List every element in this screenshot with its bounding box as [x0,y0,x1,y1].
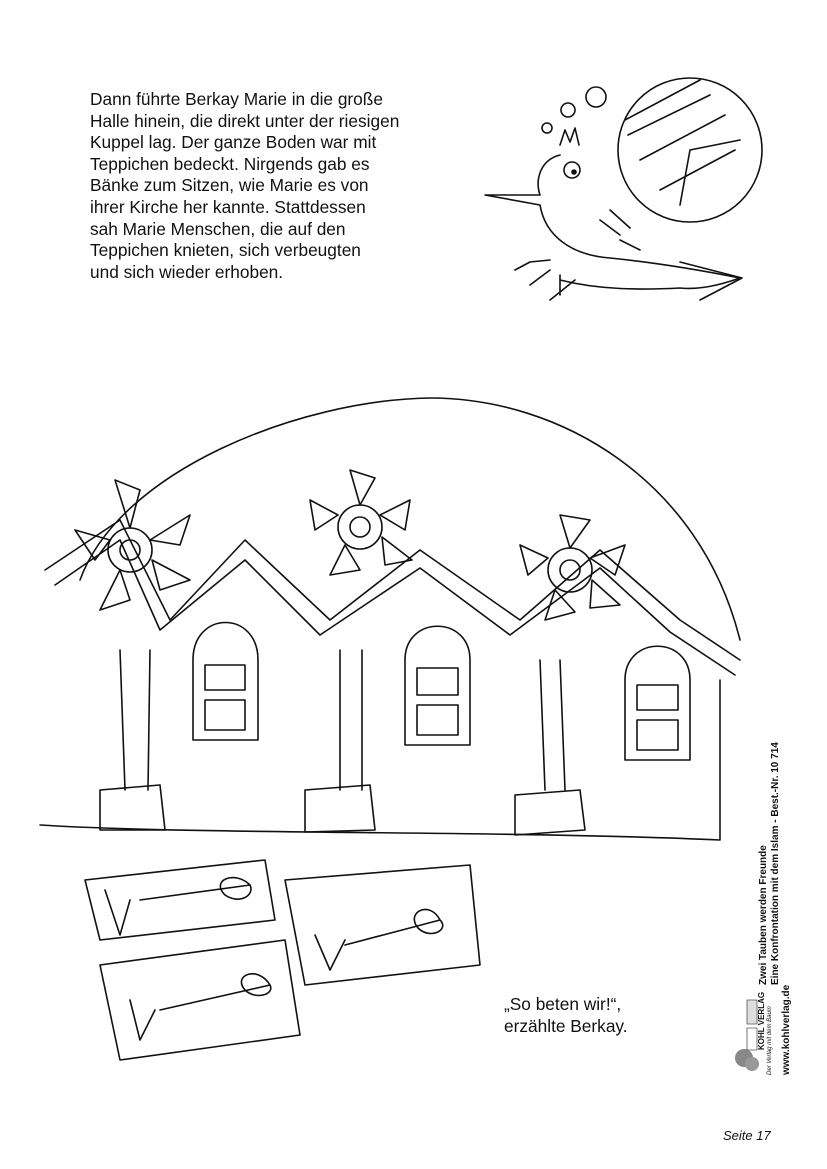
window [192,621,259,741]
quote-text: „So beten wir!“, erzählte Berkay. [504,994,628,1037]
story-line: und sich wieder erhoben. [90,261,284,282]
window [404,625,471,746]
story-line: Dann führte Berkay Marie in die große [90,89,383,109]
story-line: Teppichen bedeckt. Nirgends gab es [90,153,370,174]
flower [519,514,626,621]
logo-text: KOHL VERLAG [757,991,766,1050]
story-line: Bänke zum Sitzen, wie Marie es von [90,175,369,196]
story-text: Dann führte Berkay Marie in die große Ha… [90,89,460,283]
logo-tagline: Der Verlag mit dem Baum [767,1006,773,1075]
quote-line: „So beten wir!“, [504,994,622,1014]
flower [309,469,413,576]
story-line: Teppichen knieten, sich verbeugten [90,240,361,261]
quote-line: erzählte Berkay. [504,1015,628,1036]
book-subtitle: Eine Konfrontation mit dem Islam - Best.… [770,742,781,985]
kohl-verlag-logo [735,999,759,1071]
story-line: Kuppel lag. Der ganze Boden war mit [90,132,377,153]
story-line: sah Marie Menschen, die auf den [90,218,346,239]
story-line: Halle hinein, die direkt unter der riesi… [90,110,400,131]
publisher-website: www.kohlverlag.de [781,984,792,1075]
story-line: ihrer Kirche her kannte. Stattdessen [90,196,366,217]
page-number: Seite 17 [723,1128,771,1143]
prayer-rugs-illustration [84,859,481,1061]
book-title: Zwei Tauben werden Freunde [758,845,769,985]
window [624,645,691,761]
flower [74,479,191,611]
mosque-hall-illustration [39,397,741,841]
bird-illustration [484,77,763,301]
